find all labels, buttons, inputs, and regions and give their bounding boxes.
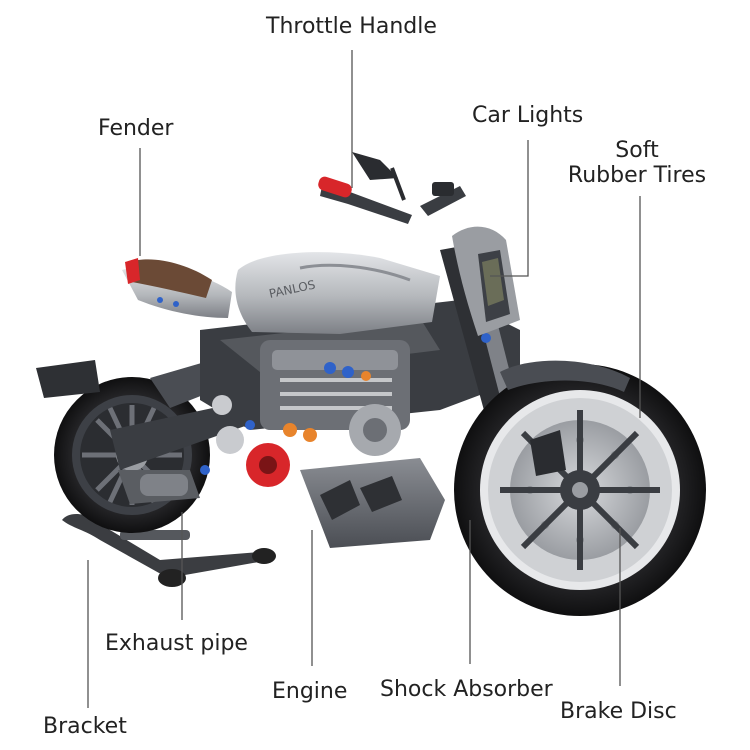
leader-car-lights [490, 140, 529, 277]
engine-gears [200, 395, 317, 487]
label-soft-rubber-tires: Soft Rubber Tires [562, 138, 712, 189]
label-brake-disc: Brake Disc [560, 699, 677, 724]
label-engine: Engine [272, 679, 348, 704]
label-bracket: Bracket [43, 714, 127, 739]
front-mudguard [500, 360, 630, 392]
engine-block [260, 340, 410, 456]
label-fender: Fender [98, 116, 174, 141]
bracket-stand [62, 514, 276, 587]
label-soft-rubber-tires-line2: Rubber Tires [567, 163, 707, 189]
rear-fender [36, 258, 232, 398]
belly-pan [300, 458, 445, 548]
front-cowl [452, 226, 520, 336]
leader-lines [87, 50, 641, 708]
fuel-tank: PANLOS [235, 252, 440, 334]
label-car-lights: Car Lights [472, 103, 584, 128]
handlebars [318, 152, 466, 224]
front-wheel [454, 364, 706, 616]
label-soft-rubber-tires-line1: Soft [615, 138, 659, 163]
label-shock-absorber: Shock Absorber [380, 677, 553, 702]
exhaust-assembly [118, 470, 200, 504]
label-exhaust-pipe: Exhaust pipe [105, 631, 248, 656]
label-throttle-handle: Throttle Handle [266, 14, 437, 39]
